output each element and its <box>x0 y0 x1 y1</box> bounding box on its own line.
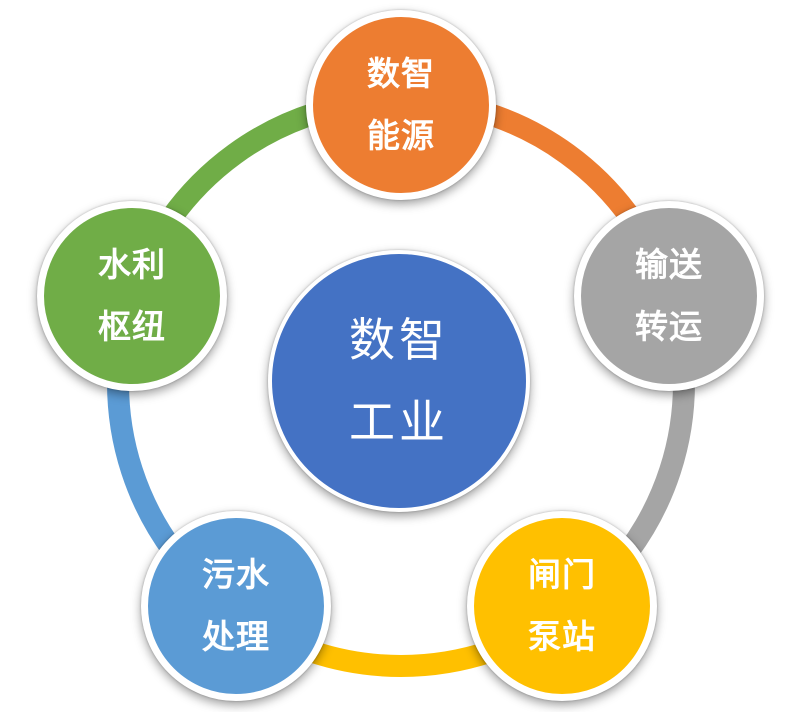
node-water-hub: 水利 枢纽 <box>37 201 227 391</box>
center-node-line-2: 工业 <box>349 395 449 449</box>
node-energy-line-1: 数智 <box>367 54 435 93</box>
node-transport-line-1: 输送 <box>635 245 703 284</box>
node-sewage-treatment: 污水 处理 <box>141 511 331 701</box>
node-water-line-2: 枢纽 <box>98 307 166 346</box>
node-gate-line-2: 泵站 <box>528 617 596 656</box>
center-node-line-1: 数智 <box>349 313 449 367</box>
node-gate-pump-station: 闸门 泵站 <box>467 511 657 701</box>
node-transport-line-2: 转运 <box>635 307 703 346</box>
node-sewage-line-2: 处理 <box>202 617 270 656</box>
node-sewage-line-1: 污水 <box>202 555 270 594</box>
center-node-digital-industry: 数智 工业 <box>268 250 530 512</box>
node-transport: 输送 转运 <box>574 201 764 391</box>
node-gate-line-1: 闸门 <box>528 555 596 594</box>
node-digital-energy: 数智 能源 <box>306 10 496 200</box>
node-water-line-1: 水利 <box>98 245 166 284</box>
node-energy-line-2: 能源 <box>367 116 435 155</box>
